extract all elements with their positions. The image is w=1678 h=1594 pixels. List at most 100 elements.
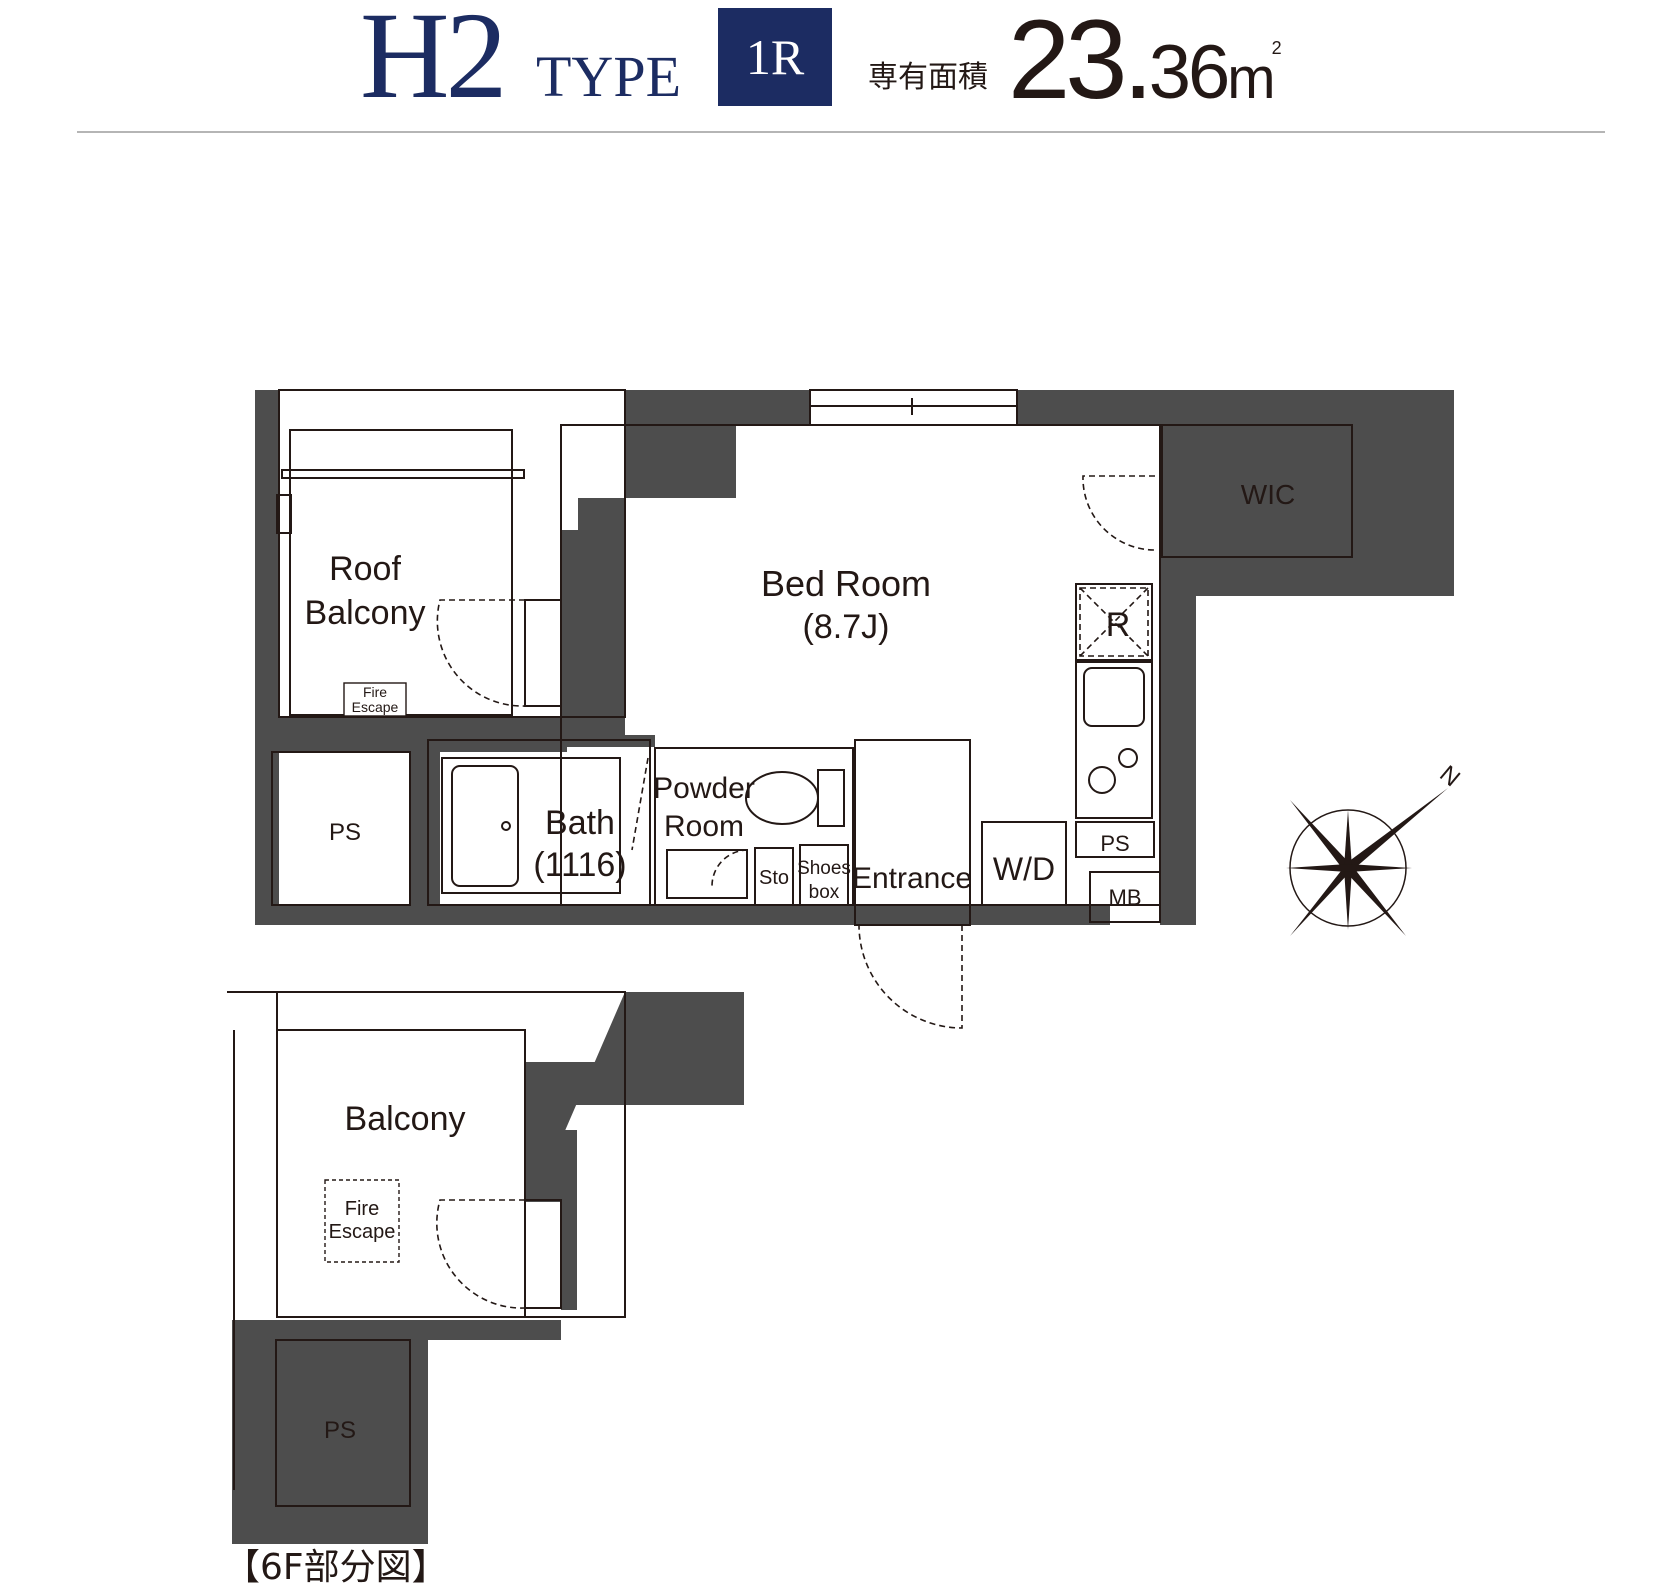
- shoes-box-label-1: Shoes: [797, 858, 851, 879]
- bath-drain: [501, 821, 511, 831]
- partial-door-frame: [524, 1199, 562, 1309]
- powder-label-1: Powder: [653, 772, 755, 805]
- fire-escape-label-1: Fire: [363, 684, 387, 700]
- walls: [255, 390, 1454, 925]
- wall-bottom: [255, 905, 1110, 925]
- compass-point-ne: [1348, 788, 1448, 874]
- compass-point-sw: [1290, 862, 1348, 936]
- roof-balcony-label-1: Roof: [329, 550, 401, 588]
- refrigerator-label: R: [1106, 606, 1131, 644]
- room-labels: Roof Balcony Fire Escape Bed Room (8.7J)…: [305, 479, 1296, 910]
- area-integer: 23.: [1008, 0, 1154, 122]
- unit-type-suffix: TYPE: [536, 44, 681, 109]
- partial-wall-ps-surround: [232, 1320, 561, 1544]
- wic-outline: [1161, 424, 1353, 558]
- wall-top-right: [1017, 390, 1162, 425]
- bathtub-outer: [441, 757, 621, 894]
- partial-door-swing: [436, 1199, 526, 1309]
- ps-kitchen-label: PS: [1100, 831, 1129, 856]
- sink: [666, 849, 748, 899]
- header-divider: [77, 131, 1605, 133]
- bath-door-swing: [631, 757, 649, 851]
- partial-plan-caption: 【6F部分図】: [224, 1547, 448, 1588]
- roof-balcony-outline: [278, 389, 626, 718]
- compass-north-label: N: [1434, 760, 1465, 792]
- interior-lines: [271, 389, 1353, 926]
- toilet-tank: [817, 769, 845, 827]
- partial-wall-step: [525, 1062, 625, 1310]
- mb-label: MB: [1109, 885, 1142, 910]
- wall-right-notch: [1352, 425, 1454, 491]
- ps-left-label: PS: [329, 819, 361, 846]
- powder-door-swing: [711, 849, 749, 887]
- layout-badge: 1R: [718, 8, 832, 106]
- ps-kitchen-outline: [1075, 821, 1155, 858]
- plan-header: H2 TYPE 1R 専有面積 23.36m2: [0, 0, 1678, 140]
- compass-point-e: [1348, 864, 1412, 872]
- partial-fire-escape-label-2: Escape: [329, 1221, 396, 1243]
- partial-plan-6f: Balcony Fire Escape PS: [227, 991, 744, 1544]
- fridge-outline: [1075, 583, 1153, 661]
- partial-wall-ps-right: [410, 1340, 428, 1544]
- bath-size-label: (1116): [533, 846, 626, 884]
- kitchen-sink: [1083, 667, 1145, 727]
- compass-point-n: [1344, 810, 1352, 868]
- wall-mid: [410, 740, 440, 910]
- compass-point-s: [1344, 868, 1352, 930]
- area-label: 専有面積: [868, 60, 988, 95]
- balcony-door-swing: [436, 599, 526, 707]
- stove-burner-1: [1088, 766, 1116, 794]
- storage-outline: [754, 847, 794, 906]
- toilet-bowl: [745, 771, 819, 825]
- washer-dryer-label: W/D: [993, 851, 1055, 887]
- wic-label: WIC: [1241, 479, 1295, 510]
- wall-left: [255, 390, 279, 925]
- entrance-label: Entrance: [852, 862, 972, 895]
- bath-outline: [427, 739, 651, 906]
- bathtub-inner: [451, 765, 519, 887]
- fridge-cross: [1079, 587, 1149, 657]
- fire-escape-hatch: [343, 682, 407, 717]
- partial-fire-escape-hatch: [324, 1179, 400, 1263]
- bath-label: Bath: [545, 804, 615, 842]
- balcony-rail-inner: [289, 429, 513, 716]
- door-swings: [436, 475, 1156, 1029]
- unit-type-code: H2: [360, 0, 508, 124]
- entrance-door-swing: [858, 924, 963, 1029]
- compass-points: [1286, 788, 1448, 936]
- storage-label: Sto: [759, 867, 789, 889]
- mb-outline: [1089, 871, 1161, 923]
- balcony-door-frame: [524, 599, 562, 707]
- top-window: [809, 389, 1018, 426]
- bed-room-size-label: (8.7J): [803, 608, 890, 646]
- wall-top-center: [561, 390, 810, 738]
- compass-point-nw: [1290, 800, 1354, 868]
- roof-balcony-label-2: Balcony: [305, 594, 426, 632]
- partial-lines: [227, 991, 626, 1507]
- partial-wall-right-block: [625, 992, 744, 1105]
- shoes-box-outline: [799, 844, 849, 906]
- balcony-handle: [276, 494, 292, 534]
- stove-burner-2: [1118, 748, 1138, 768]
- wic-door-swing: [1082, 475, 1156, 551]
- powder-label-2: Room: [664, 810, 744, 843]
- entrance-outline: [854, 739, 971, 926]
- bed-room-label: Bed Room: [761, 563, 931, 604]
- fridge-diag-1: [1079, 587, 1149, 657]
- wall-right: [1160, 390, 1454, 925]
- partial-fire-escape-label-1: Fire: [345, 1198, 379, 1220]
- compass-rose: N: [1286, 760, 1465, 936]
- area-unit-superscript: 2: [1271, 38, 1282, 58]
- ps-left-outline: [271, 751, 411, 906]
- compass-point-w: [1286, 864, 1348, 872]
- fridge-diag-2: [1079, 587, 1149, 657]
- area-decimal: 36: [1148, 30, 1231, 115]
- fire-escape-label-2: Escape: [352, 699, 399, 715]
- area-unit: m: [1227, 46, 1276, 111]
- area-value: 23.36m2: [1008, 4, 1282, 116]
- kitchen-counter: [1075, 661, 1153, 819]
- partial-ps-outline: [275, 1339, 411, 1507]
- partial-walls: [232, 992, 744, 1544]
- partial-ps-label: PS: [324, 1417, 356, 1444]
